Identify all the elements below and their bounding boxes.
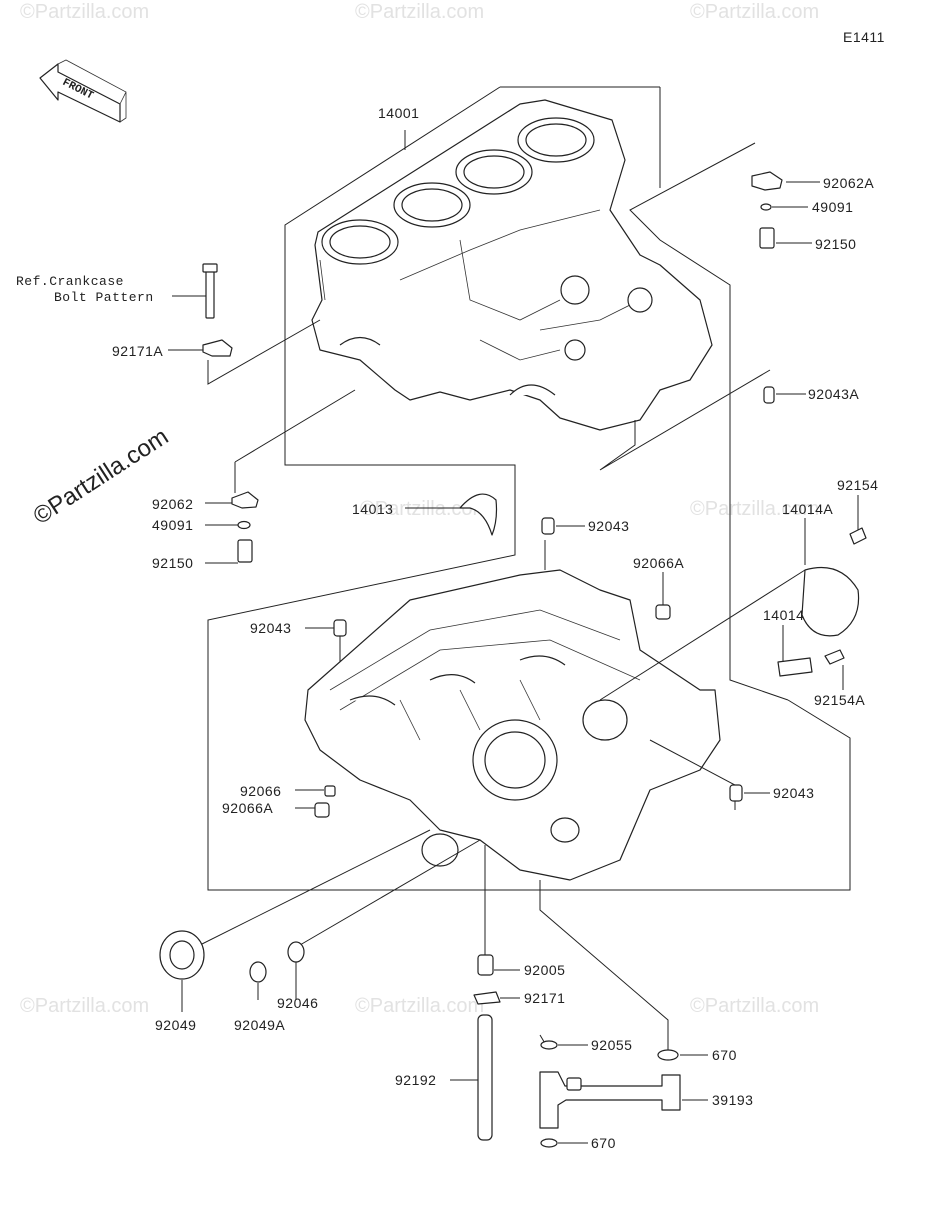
watermark: ©Partzilla.com [20, 995, 149, 1017]
diagram-code: E1411 [843, 29, 885, 45]
bolt-icon [849, 527, 867, 545]
fitting-icon [477, 954, 494, 976]
part-label[interactable]: 92049 [155, 1017, 196, 1033]
plug-icon [314, 802, 330, 818]
seal-icon [249, 961, 267, 983]
o-ring-icon [540, 1040, 558, 1050]
part-label[interactable]: 92005 [524, 962, 565, 978]
plug-icon [655, 604, 671, 620]
part-label[interactable]: 14001 [378, 105, 419, 121]
bearing-icon [287, 941, 305, 963]
part-label[interactable]: 92055 [591, 1037, 632, 1053]
part-label[interactable]: 92150 [815, 236, 856, 252]
part-label[interactable]: 92154A [814, 692, 865, 708]
part-label[interactable]: 14013 [352, 501, 393, 517]
part-label[interactable]: 14014 [763, 607, 804, 623]
o-ring-icon [540, 1138, 558, 1148]
part-label[interactable]: 92154 [837, 477, 878, 493]
part-label[interactable]: 670 [712, 1047, 737, 1063]
front-arrow-icon: FRONT [39, 59, 127, 123]
watermark: ©Partzilla.com [360, 498, 489, 520]
ref-note-line2: Bolt Pattern [54, 290, 154, 305]
part-label[interactable]: 92043 [773, 785, 814, 801]
part-label[interactable]: 92066 [240, 783, 281, 799]
dowel-icon [729, 784, 743, 802]
part-label[interactable]: 92150 [152, 555, 193, 571]
part-labels: 14001 92062A 49091 92150 Ref.Crankcase B… [16, 105, 878, 1151]
part-label[interactable]: 92046 [277, 995, 318, 1011]
part-label[interactable]: 92043 [588, 518, 629, 534]
part-label[interactable]: 92062A [823, 175, 874, 191]
small-parts [159, 171, 867, 1148]
dowel-icon [541, 517, 555, 535]
lower-crankcase [304, 569, 721, 881]
upper-crankcase [311, 99, 713, 431]
watermark: ©Partzilla.com [690, 1, 819, 23]
bracket-icon [751, 171, 783, 191]
bracket-icon [231, 491, 259, 509]
watermark: ©Partzilla.com [690, 498, 819, 520]
part-label[interactable]: 92192 [395, 1072, 436, 1088]
part-label[interactable]: 14014A [782, 501, 833, 517]
watermark: ©Partzilla.com [355, 995, 484, 1017]
bolt-icon [824, 649, 845, 665]
part-label[interactable]: 49091 [812, 199, 853, 215]
part-label[interactable]: 49091 [152, 517, 193, 533]
watermark: ©Partzilla.com [20, 1, 149, 23]
watermark: ©Partzilla.com [690, 995, 819, 1017]
washer-icon [237, 520, 251, 530]
part-label[interactable]: 92066A [633, 555, 684, 571]
cover-icon [801, 566, 860, 637]
washer-icon [760, 203, 772, 211]
snap-ring-icon [459, 493, 498, 536]
part-label[interactable]: 92062 [152, 496, 193, 512]
part-label[interactable]: 92171 [524, 990, 565, 1006]
bolt-icon [205, 269, 215, 319]
plate-icon [777, 657, 813, 677]
leader-lines [168, 181, 859, 1144]
part-label[interactable]: 92066A [222, 800, 273, 816]
part-label[interactable]: 670 [591, 1135, 616, 1151]
watermark-layer: ©Partzilla.com ©Partzilla.com ©Partzilla… [20, 1, 819, 1017]
bolt-icon [759, 227, 775, 249]
dowel-icon [333, 619, 347, 637]
o-ring-icon [657, 1049, 679, 1061]
bolt-icon [237, 539, 253, 563]
oil-pipe-icon [539, 1071, 681, 1129]
part-label[interactable]: 92171A [112, 343, 163, 359]
side-watermark: ©Partzilla.com [29, 423, 174, 530]
plug-icon [324, 785, 336, 797]
part-label[interactable]: 92043A [808, 386, 859, 402]
dowel-icon [763, 386, 775, 404]
ref-note-line1: Ref.Crankcase [16, 274, 124, 289]
watermark: ©Partzilla.com [355, 1, 484, 23]
clamp-icon [202, 339, 233, 357]
pipe-icon [477, 1014, 493, 1141]
clamp-icon [473, 991, 501, 1005]
part-label[interactable]: 39193 [712, 1092, 753, 1108]
part-label[interactable]: 92043 [250, 620, 291, 636]
part-label[interactable]: 92049A [234, 1017, 285, 1033]
assembly-boundaries [199, 86, 851, 1050]
